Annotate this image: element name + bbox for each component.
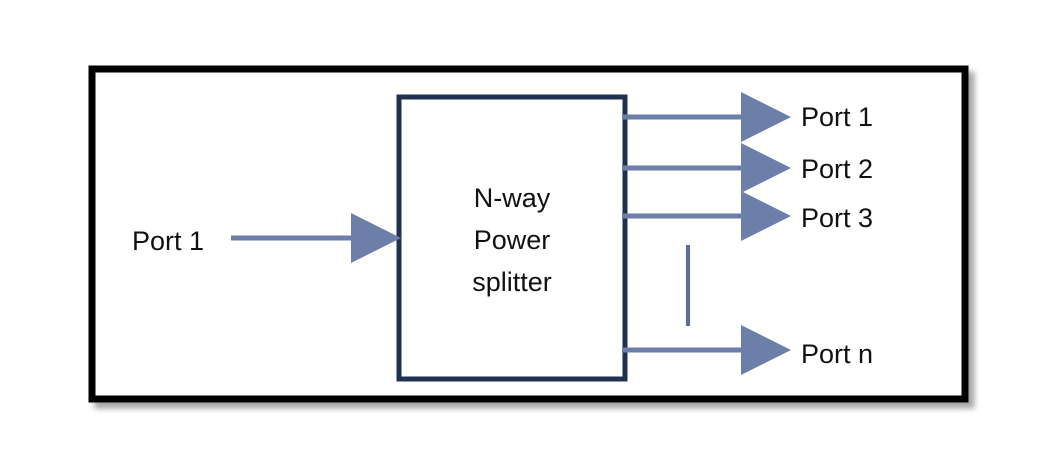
splitter-label-line3: splitter [472, 267, 552, 297]
splitter-box [396, 94, 628, 382]
splitter-label-line1: N-way [474, 183, 551, 213]
output-port-label-n: Port n [801, 339, 873, 369]
splitter-label-line2: Power [474, 225, 551, 255]
output-port-label-3: Port 3 [801, 203, 873, 233]
output-port-label-2: Port 2 [801, 154, 873, 184]
output-port-label-1: Port 1 [801, 102, 873, 132]
input-port-label: Port 1 [132, 226, 204, 256]
